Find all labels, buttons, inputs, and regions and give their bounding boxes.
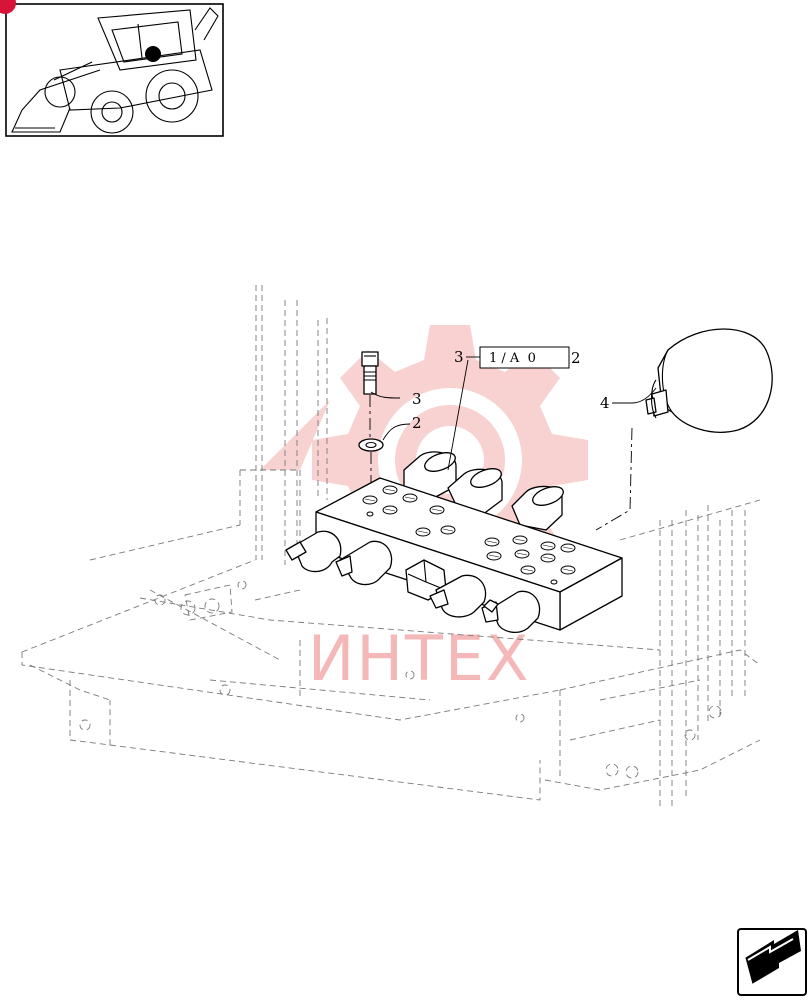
bolt-part[interactable] bbox=[361, 351, 379, 395]
location-dot-icon bbox=[145, 46, 161, 62]
leader-item-3 bbox=[370, 391, 401, 399]
leader-item-2 bbox=[382, 423, 411, 441]
accumulator-part[interactable] bbox=[645, 328, 773, 433]
watermark-text: ИНТЕХ bbox=[308, 622, 531, 695]
callout-3b[interactable]: 3 bbox=[454, 348, 464, 366]
machine-thumbnail[interactable] bbox=[0, 0, 224, 137]
leader-item-4 bbox=[612, 387, 657, 404]
callout-4[interactable]: 4 bbox=[600, 394, 610, 412]
reference-box[interactable] bbox=[479, 346, 570, 369]
valve-block-part[interactable] bbox=[285, 449, 623, 634]
reference-box-text: 1 / A 0 bbox=[489, 351, 536, 366]
callout-3[interactable]: 3 bbox=[412, 390, 422, 408]
leader-item-3b bbox=[447, 359, 469, 471]
next-page-arrow-icon[interactable] bbox=[737, 928, 807, 996]
washer-part[interactable] bbox=[358, 438, 384, 452]
frame-fasteners bbox=[79, 580, 722, 779]
machine-frame-outline bbox=[21, 285, 761, 810]
corner-badge-icon bbox=[0, 0, 16, 14]
reference-suffix: 2 bbox=[571, 349, 581, 367]
accumulator-axis-line bbox=[595, 427, 633, 531]
callout-2[interactable]: 2 bbox=[412, 414, 422, 432]
